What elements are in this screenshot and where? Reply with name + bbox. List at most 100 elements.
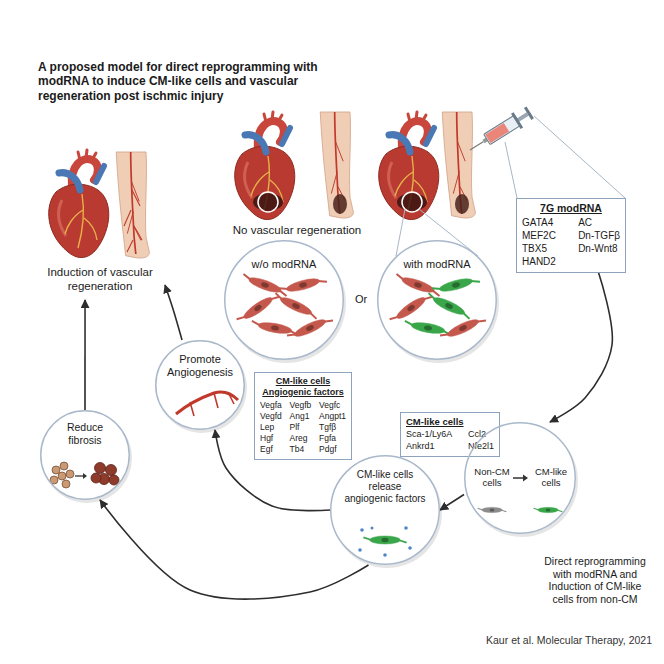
box-heading: CM-like cells [260,376,346,387]
syringe [465,105,535,158]
fibrosis-cells [50,462,74,488]
choice-word: Or [351,293,371,306]
circle-border [156,341,245,430]
secreting-cell [404,526,408,530]
node-label: w/o modRNA [239,258,329,271]
reprogramming-cells [523,475,528,482]
list-item: AC [578,217,620,229]
mixed-cells [439,314,486,342]
fibroblast-cells [286,314,333,342]
circle-grounds [40,240,578,568]
flow-arrow [440,495,464,510]
injured-heart [333,194,347,214]
fibrosis-cells [66,470,74,478]
step-circle: Non-CM cellsCM-like cellsDirect reprogra… [464,422,652,608]
list-item: Hgf [260,433,282,443]
treated-heart [397,193,427,211]
injured-heart [320,112,353,218]
circle-border [331,456,440,565]
circle-grounds [155,340,245,430]
list-item: Vegfd [260,411,282,421]
heart-figure: Induction of vascular regeneration [35,150,165,300]
fibrosis-cells [60,462,68,470]
list-item: GATA4 [522,217,556,229]
list-item: HAND2 [522,256,556,268]
mixed-cells [389,291,433,326]
node-label: CM-like cells release angiogenic factors [344,469,426,505]
fibrosis-cells [95,463,106,474]
blood-vessels [176,392,238,414]
reprogramming-cells [534,507,563,512]
flow-arrow [550,273,612,422]
flow-arrow [165,285,182,340]
modrna-box: 7G modRNAGATA4ACMEF2CDn-TGFβTBX5Dn-Wnt8H… [516,198,626,273]
list-item: Ankrd1 [406,441,452,452]
reprogramming-cells [513,477,524,479]
fibrosis-cells [62,480,70,488]
secreting-cell [371,527,374,530]
fibrosis-cells [83,473,87,479]
list-item: Pdgf [319,444,346,454]
zoom-circle: w/o modRNA [224,240,344,360]
reprogramming-cells [478,507,507,512]
circle-border [41,411,130,500]
circle-border [225,241,344,360]
injured-heart [253,193,283,211]
injured-heart [235,112,354,220]
zoom-lines [534,116,625,198]
list-item: Tb4 [290,444,312,454]
treated-heart [455,194,469,214]
circle-outline [464,422,652,608]
mixed-cells [394,273,442,298]
list-item: Plf [290,422,312,432]
fibroblast-cells [236,273,334,343]
list-item: Tgfβ [319,422,346,432]
fibrosis-cells [91,463,119,486]
flow-arrow [84,300,86,410]
fibrosis-cells [109,475,119,485]
mixed-cells [432,274,481,295]
treated-heart [379,112,476,220]
secreting-cell [363,536,406,544]
regenerated-heart [116,152,149,258]
factor-box: CM-like cellsAngiogenic factorsVegfaVegf… [254,372,352,460]
fibroblast-cells [236,291,280,326]
treated-heart [442,112,475,218]
list-item: Lep [260,422,282,432]
diagram-title: A proposed model for direct reprogrammin… [38,60,338,103]
circle-grounds [377,240,497,360]
box-heading: Angiogenic factors [260,387,346,398]
secreting-cell [383,553,387,557]
blood-vessels [190,392,234,416]
circle-grounds [330,455,440,565]
item-grid: Sca-1/Ly6ACcl2Ankrd1Nfe2l1 [406,429,494,452]
regenerated-heart [49,150,150,258]
regenerated-heart [49,150,109,258]
secreting-cell [358,526,412,557]
zoom-lines [505,142,517,198]
flow-arrow [100,500,368,599]
node-label: Induction of vascular regeneration [40,266,160,294]
fibrosis-cells [50,462,119,488]
box-heading: CM-like cells [406,416,494,427]
list-item: MEF2C [522,230,556,242]
node-label: Promote Angiogenesis [165,353,235,379]
fibrosis-cells [91,473,101,483]
list-item: Egf [260,444,282,454]
zoom-lines [396,209,405,256]
list-item: Vegfc [319,400,346,410]
fibrosis-cells [106,465,117,476]
heart-figure: No vascular regeneration [222,108,372,240]
list-item: Dn-Wnt8 [578,243,620,255]
node-label: CM-like cells [530,466,572,489]
injured-heart [258,192,278,212]
item-grid: VegfaVegfbVegfcVegfdAng1Angpt1LepPlfTgfβ… [260,400,346,455]
list-item: Angpt1 [319,411,346,421]
node-label: with modRNA [392,258,482,271]
regenerated-heart [124,190,142,252]
node-label: Reduce fibrosis [52,421,118,446]
node-label: Non-CM cells [470,466,514,489]
zoom-lines [419,209,478,256]
mixed-cells [389,273,487,343]
